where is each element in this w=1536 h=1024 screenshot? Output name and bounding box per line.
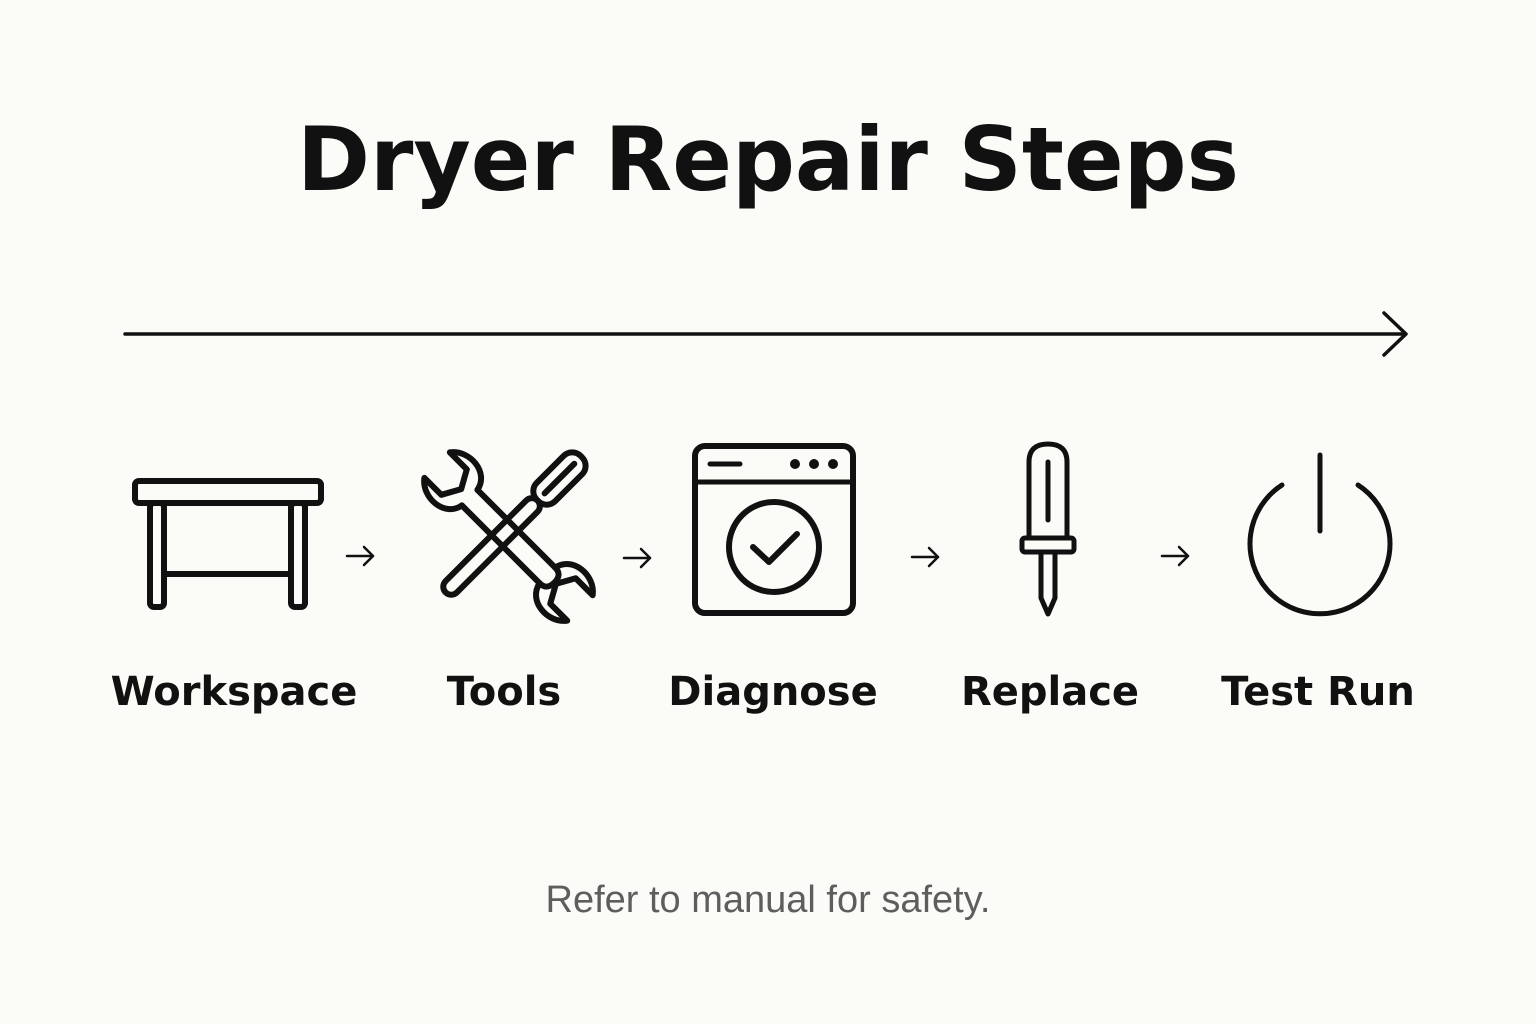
workbench-icon [132, 478, 324, 610]
step-label-replace: Replace [960, 669, 1140, 715]
dryer-check-icon [692, 443, 856, 616]
step-label-test-run: Test Run [1221, 669, 1415, 715]
arrow-right-icon [622, 547, 652, 569]
wrench-screwdriver-icon [421, 449, 596, 624]
step-label-workspace: Workspace [110, 669, 358, 715]
arrow-right-icon [345, 545, 375, 567]
arrow-right-icon [1160, 545, 1190, 567]
safety-footnote: Refer to manual for safety. [545, 879, 991, 921]
screwdriver-icon [1019, 441, 1077, 617]
step-label-diagnose: Diagnose [668, 669, 878, 715]
step-label-tools: Tools [446, 669, 562, 715]
diagram-title: Dryer Repair Steps [296, 108, 1240, 211]
arrow-right-icon [910, 546, 940, 568]
power-icon [1247, 452, 1393, 617]
